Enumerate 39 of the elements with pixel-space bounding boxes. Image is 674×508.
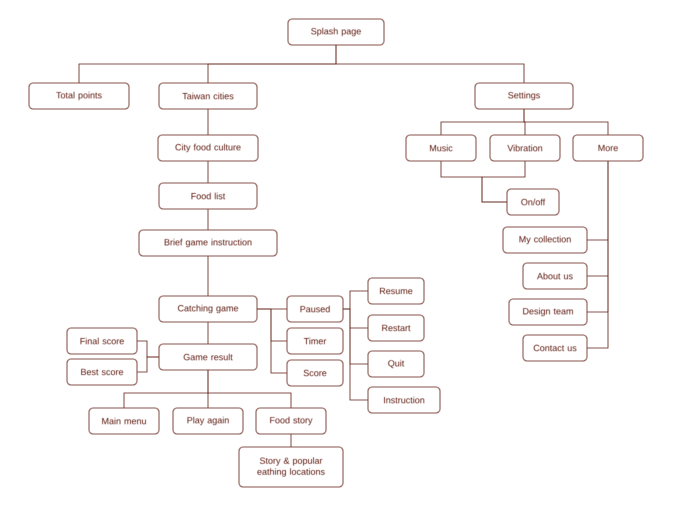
menu-box: Catching game: [158, 296, 258, 322]
menu-box: Main menu: [88, 408, 160, 434]
menu-box: Game result: [158, 344, 258, 370]
connector-line: [137, 356, 159, 372]
menu-box: Food story: [256, 408, 326, 434]
menu-box: Total points: [28, 82, 130, 110]
menu-box: My collection: [502, 226, 588, 254]
menu-box: Settings: [474, 82, 574, 110]
menu-box: Score: [286, 360, 344, 386]
menu-box: Play again: [172, 408, 244, 434]
menu-box: Best score: [66, 358, 138, 386]
connector-line: [587, 160, 608, 348]
menu-box: Final score: [66, 328, 138, 354]
menu-box: City food culture: [158, 134, 258, 162]
menu-box: Instruction: [368, 386, 440, 414]
menu-box: Contact us: [522, 334, 588, 362]
menu-box: Taiwan cities: [158, 82, 258, 110]
connector-line: [524, 109, 608, 135]
menu-box: Timer: [286, 328, 344, 354]
menu-box: Splash page: [288, 18, 384, 46]
menu-box: Brief game instruction: [138, 230, 278, 256]
menu-box: More: [572, 134, 644, 162]
menu-box: Story & popular eathing locations: [238, 446, 344, 488]
connector-line: [336, 45, 524, 83]
connector-line: [208, 370, 292, 408]
connector-line: [290, 434, 292, 447]
menu-box: Quit: [368, 350, 424, 378]
menu-box: Restart: [368, 314, 424, 342]
menu-box: About us: [522, 262, 588, 290]
menu-box: Design team: [508, 298, 588, 326]
menu-box: Vibration: [490, 134, 560, 162]
connector-line: [482, 160, 526, 202]
connector-line: [343, 308, 368, 400]
menu-box: Resume: [368, 278, 424, 304]
connector-line: [257, 308, 287, 374]
menu-box: Food list: [158, 182, 258, 210]
menu-box: Paused: [286, 296, 344, 322]
menu-box: Music: [406, 134, 476, 162]
menu-box: On/off: [506, 188, 560, 216]
